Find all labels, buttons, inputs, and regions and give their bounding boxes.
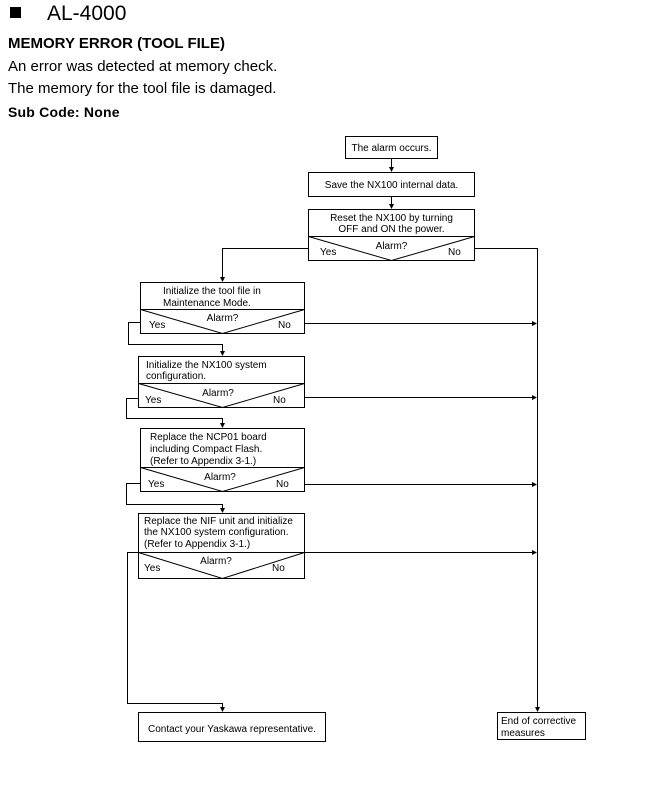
square-bullet-icon [10,6,21,18]
start-node-label: The alarm occurs. [351,143,431,154]
alarm-description-line-2: The memory for the tool file is damaged. [8,80,277,97]
arrowhead [532,482,537,487]
no-branch-trunk [474,248,538,708]
reset-alarm-question: Alarm? [376,241,408,252]
initialize-tool-file-step: Initialize the tool file in Maintenance … [140,282,305,335]
replace-nif-line-3: (Refer to Appendix 3-1.) [144,539,250,550]
sub-code: Sub Code: None [8,104,120,120]
initialize-system-config-question: Alarm? [202,388,234,399]
arrowhead [220,351,225,356]
reset-power-line-2: OFF and ON the power. [338,224,444,235]
reset-yes-label: Yes [320,247,336,258]
system-config-yes-connector [126,398,223,424]
start-node: The alarm occurs. [345,136,438,159]
ncp01-yes-connector [126,483,223,509]
initialize-system-config-yes-label: Yes [145,395,161,406]
tool-file-yes-connector [128,322,223,352]
alarm-description-line-1: An error was detected at memory check. [8,58,278,75]
replace-ncp01-yes-label: Yes [148,479,164,490]
replace-nif-question: Alarm? [200,556,232,567]
alarm-code: AL-4000 [47,2,127,25]
initialize-tool-file-yes-label: Yes [149,320,165,331]
replace-ncp01-line-3: (Refer to Appendix 3-1.) [150,456,256,467]
replace-ncp01-no-label: No [276,479,289,490]
initialize-system-config-no-label: No [273,395,286,406]
nif-yes-connector [127,552,223,708]
initialize-system-config-step: Initialize the NX100 system configuratio… [138,356,305,409]
end-of-measures-node: End of corrective measures [497,712,586,740]
arrowhead [535,707,540,712]
replace-nif-no-label: No [272,563,285,574]
arrowhead [220,277,225,282]
arrowhead [389,167,394,172]
save-data-label: Save the NX100 internal data. [325,180,458,191]
replace-ncp01-line-1: Replace the NCP01 board [150,432,267,443]
arrowhead [532,395,537,400]
save-data-node: Save the NX100 internal data. [308,172,475,197]
reset-no-label: No [448,247,461,258]
alarm-code-heading: AL-4000 [8,2,126,26]
arrowhead [389,204,394,209]
contact-representative-label: Contact your Yaskawa representative. [148,724,316,735]
replace-ncp01-line-2: including Compact Flash. [150,444,262,455]
end-of-measures-line-1: End of corrective [501,716,576,727]
reset-power-line-1: Reset the NX100 by turning [330,213,453,224]
replace-nif-line-2: the NX100 system configuration. [144,527,289,538]
arrowhead [220,707,225,712]
initialize-tool-file-line-2: Maintenance Mode. [163,298,251,309]
alarm-title: MEMORY ERROR (TOOL FILE) [8,35,225,52]
initialize-system-config-line-1: Initialize the NX100 system [146,360,267,371]
initialize-system-config-line-2: configuration. [146,371,206,382]
arrowhead [220,508,225,513]
initialize-tool-file-no-label: No [278,320,291,331]
arrowhead [532,321,537,326]
arrowhead [532,550,537,555]
reset-power-step: Reset the NX100 by turning OFF and ON th… [308,209,475,262]
contact-representative-node: Contact your Yaskawa representative. [138,712,326,742]
end-of-measures-line-2: measures [501,728,545,739]
arrowhead [220,423,225,428]
replace-ncp01-question: Alarm? [204,472,236,483]
reset-yes-connector [222,248,309,278]
replace-nif-yes-label: Yes [144,563,160,574]
replace-nif-line-1: Replace the NIF unit and initialize [144,516,293,527]
replace-ncp01-board-step: Replace the NCP01 board including Compac… [140,428,305,493]
initialize-tool-file-question: Alarm? [207,313,239,324]
replace-nif-unit-step: Replace the NIF unit and initialize the … [138,513,305,580]
initialize-tool-file-line-1: Initialize the tool file in [163,286,261,297]
